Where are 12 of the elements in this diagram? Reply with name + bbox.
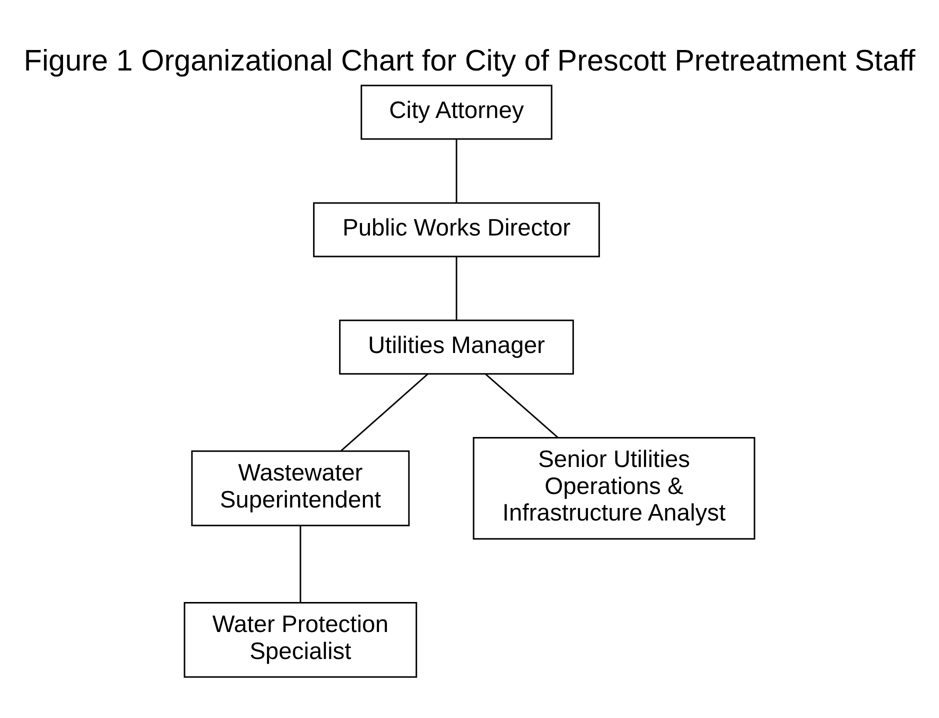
node-box: Wastewater Superintendent [191, 450, 410, 526]
node-box: Water Protection Specialist [184, 602, 418, 678]
diagram-title: Figure 1 Organizational Chart for City of Prescott Pretreatment Staff [24, 44, 916, 78]
node-box: Senior Utilities Operations & Infrastructure Analyst [472, 437, 756, 540]
node-box: City Attorney [360, 84, 552, 140]
connector [300, 526, 302, 602]
connector [340, 373, 428, 452]
connector [456, 256, 458, 320]
connector [484, 373, 558, 438]
connector [456, 139, 458, 203]
node-box: Utilities Manager [339, 320, 574, 375]
node-box: Public Works Director [313, 202, 600, 258]
